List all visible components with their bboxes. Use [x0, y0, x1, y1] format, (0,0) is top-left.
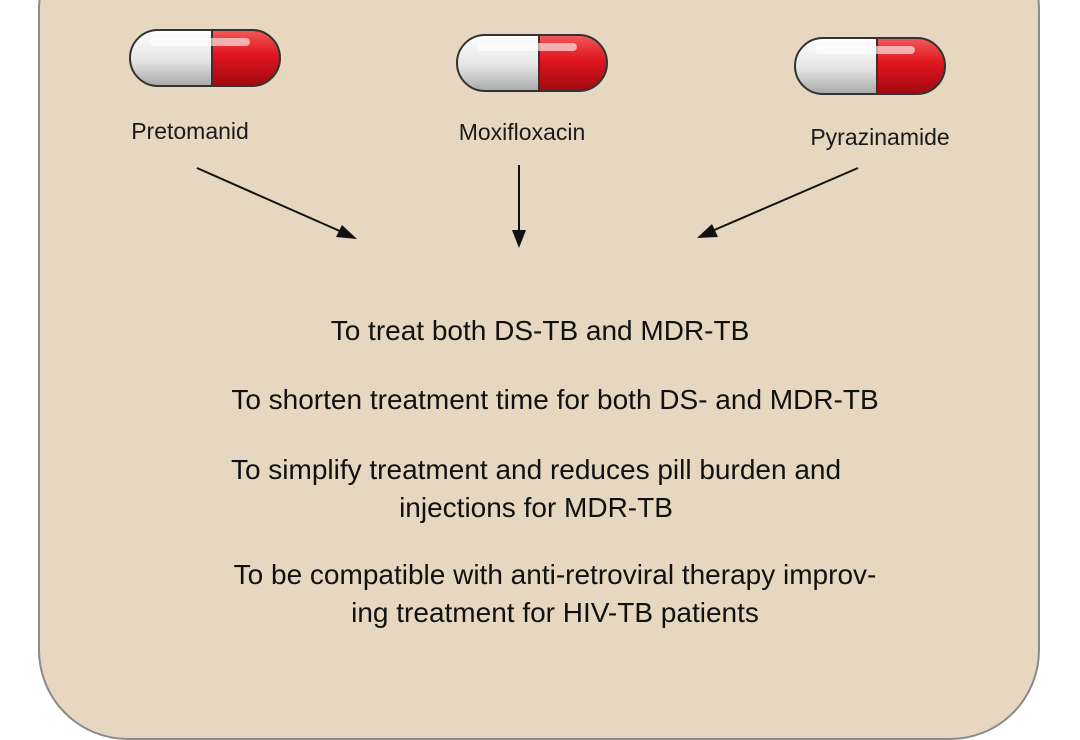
goal-treat-both: To treat both DS-TB and MDR-TB: [0, 312, 1080, 350]
goal-line: To be compatible with anti-retroviral th…: [233, 559, 877, 590]
drug-label-pretomanid: Pretomanid: [131, 118, 249, 144]
arrow-icon-pretomanid: [196, 167, 357, 239]
arrow-icon-pyrazinamide: [697, 167, 859, 238]
diagram-panel: [38, 0, 1040, 740]
goal-art-compatible: To be compatible with anti-retroviral th…: [0, 556, 1080, 632]
goal-shorten-time: To shorten treatment time for both DS- a…: [0, 381, 1080, 419]
goal-line: To treat both DS-TB and MDR-TB: [330, 315, 750, 346]
capsule-icon-moxifloxacin: [455, 33, 609, 93]
arrow-group: [196, 165, 859, 248]
goal-simplify-treatment: To simplify treatment and reduces pill b…: [0, 451, 1080, 527]
goal-line: ing treatment for HIV-TB patients: [351, 597, 759, 628]
goal-line: To shorten treatment time for both DS- a…: [231, 384, 879, 415]
capsule-icon-pretomanid: [128, 28, 282, 88]
goal-line: To simplify treatment and reduces pill b…: [230, 454, 842, 485]
goal-line: injections for MDR-TB: [399, 492, 673, 523]
drug-label-pyrazinamide: Pyrazinamide: [810, 124, 950, 150]
capsule-icon-pyrazinamide: [793, 36, 947, 96]
drug-label-moxifloxacin: Moxifloxacin: [458, 119, 586, 145]
arrow-icon-moxifloxacin: [512, 165, 526, 248]
